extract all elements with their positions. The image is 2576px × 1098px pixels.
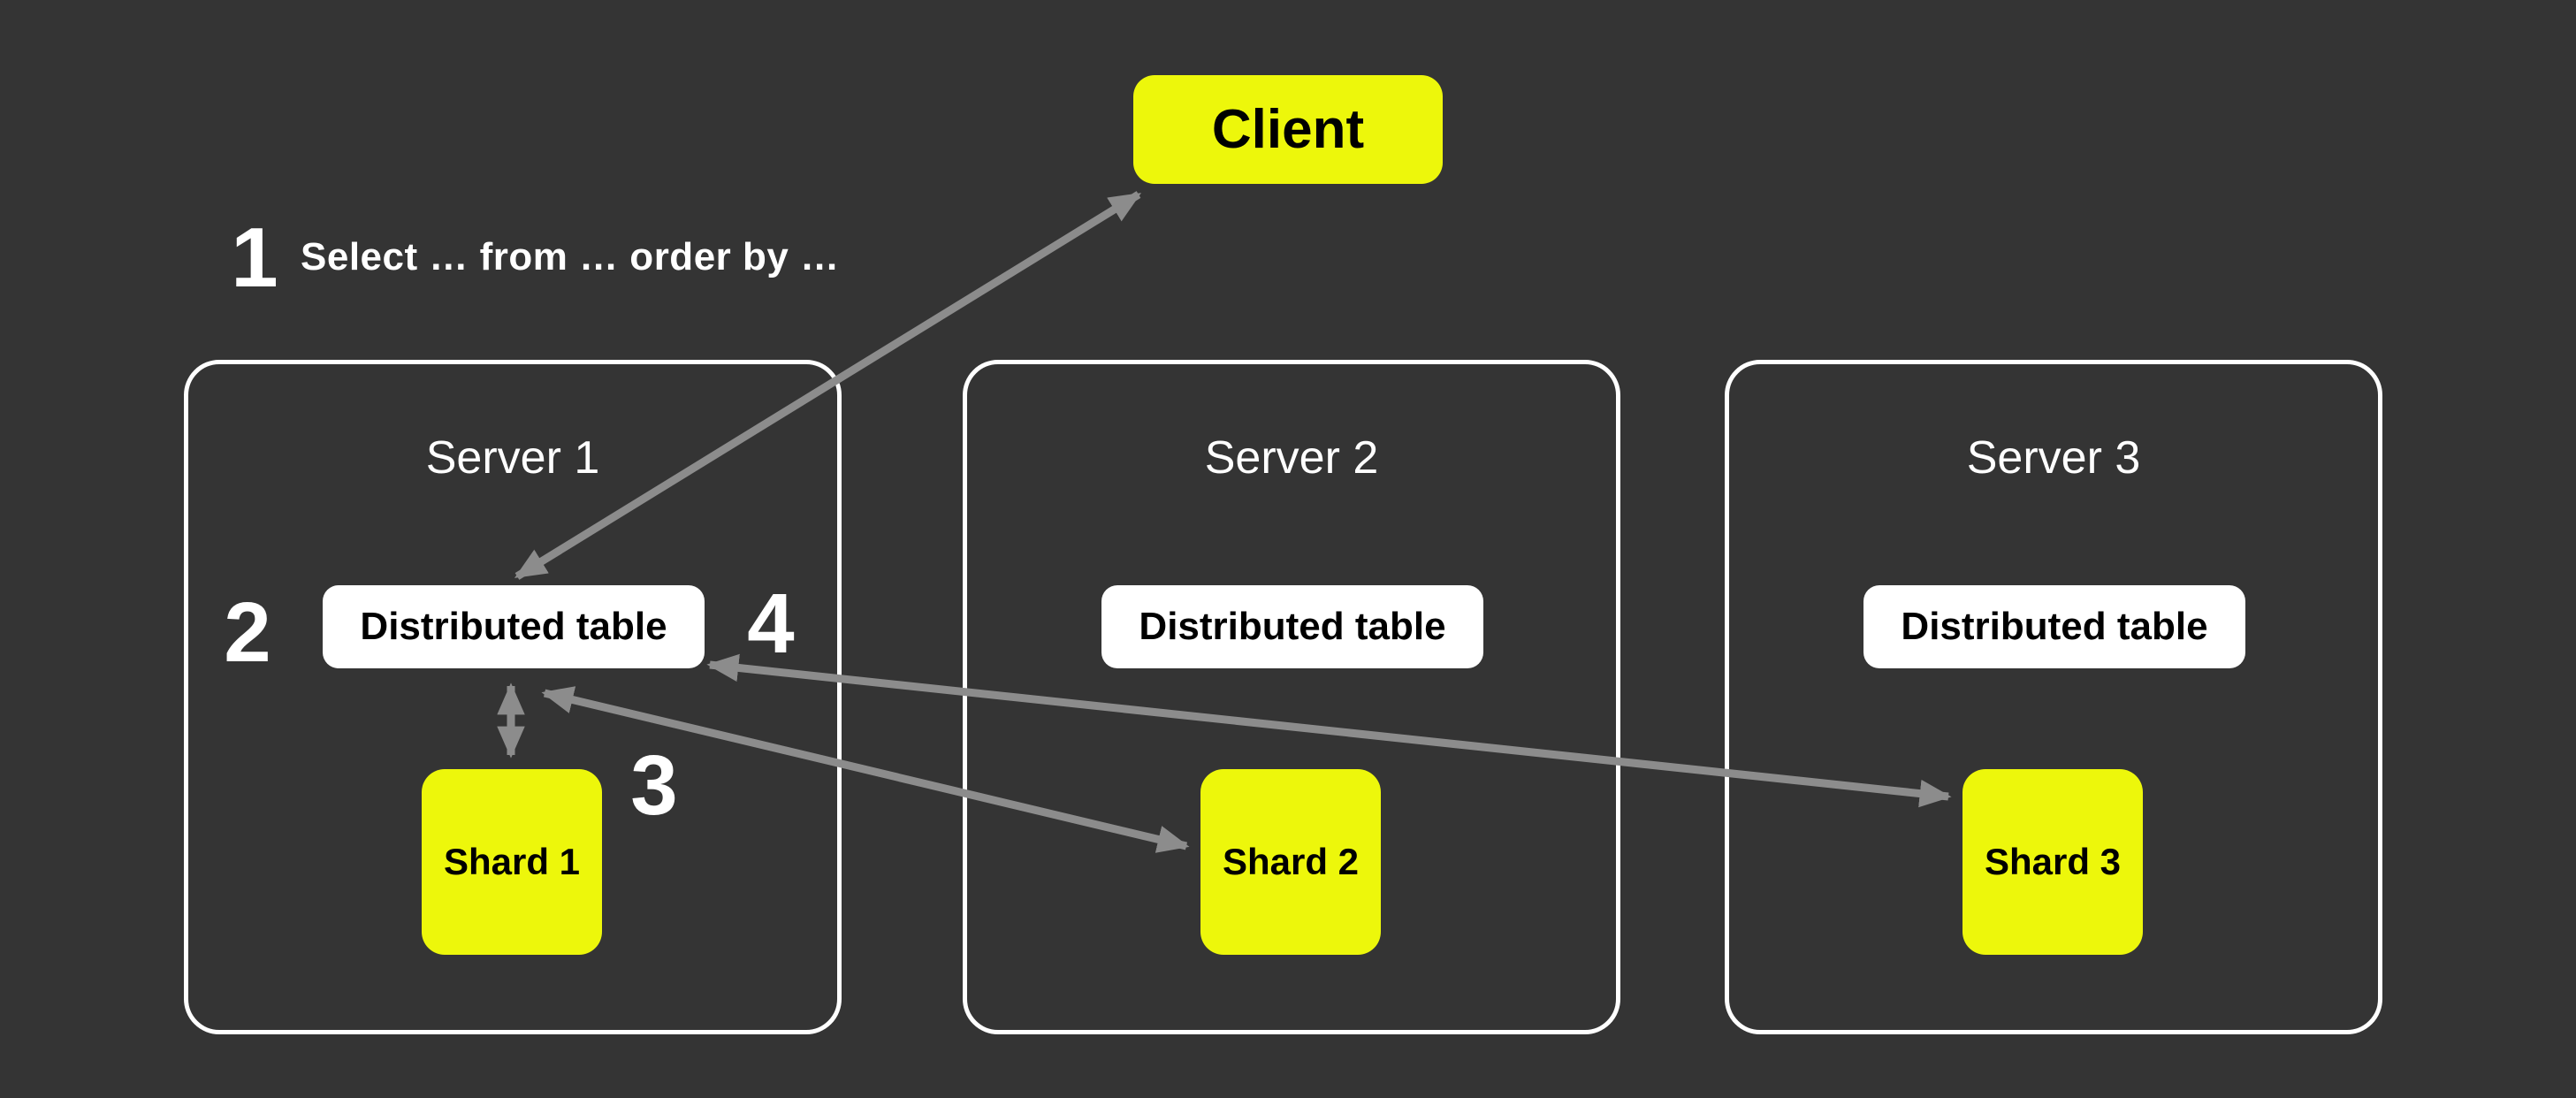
shard-3-box: Shard 3: [1962, 769, 2143, 955]
server-1-distributed-table-label: Distributed table: [360, 605, 667, 648]
step-2-number: 2: [224, 585, 271, 680]
step-1-number: 1: [231, 210, 278, 305]
shard-3-label: Shard 3: [1984, 841, 2122, 882]
shard-2-box: Shard 2: [1200, 769, 1381, 955]
client-box: Client: [1133, 75, 1443, 184]
server-3-box: Server 3 Distributed table Shard 3: [1725, 360, 2382, 1034]
server-2-title: Server 2: [1204, 432, 1379, 484]
server-2-distributed-table-label: Distributed table: [1139, 605, 1446, 648]
step-4-number: 4: [747, 576, 795, 671]
server-3-distributed-table-box: Distributed table: [1863, 585, 2245, 668]
server-2-distributed-table-box: Distributed table: [1101, 585, 1483, 668]
server-3-distributed-table-label: Distributed table: [1901, 605, 2208, 648]
step-1-query-text: Select … from … order by …: [301, 235, 840, 278]
shard-1-label: Shard 1: [443, 841, 581, 882]
client-label: Client: [1211, 99, 1365, 160]
step-3-number: 3: [630, 738, 678, 833]
server-1-box: Server 1 Distributed table Shard 1: [184, 360, 842, 1034]
server-1-title: Server 1: [425, 432, 600, 484]
server-2-box: Server 2 Distributed table Shard 2: [963, 360, 1620, 1034]
shard-2-label: Shard 2: [1222, 841, 1360, 882]
server-1-distributed-table-box: Distributed table: [323, 585, 705, 668]
shard-1-box: Shard 1: [422, 769, 602, 955]
server-3-title: Server 3: [1966, 432, 2141, 484]
